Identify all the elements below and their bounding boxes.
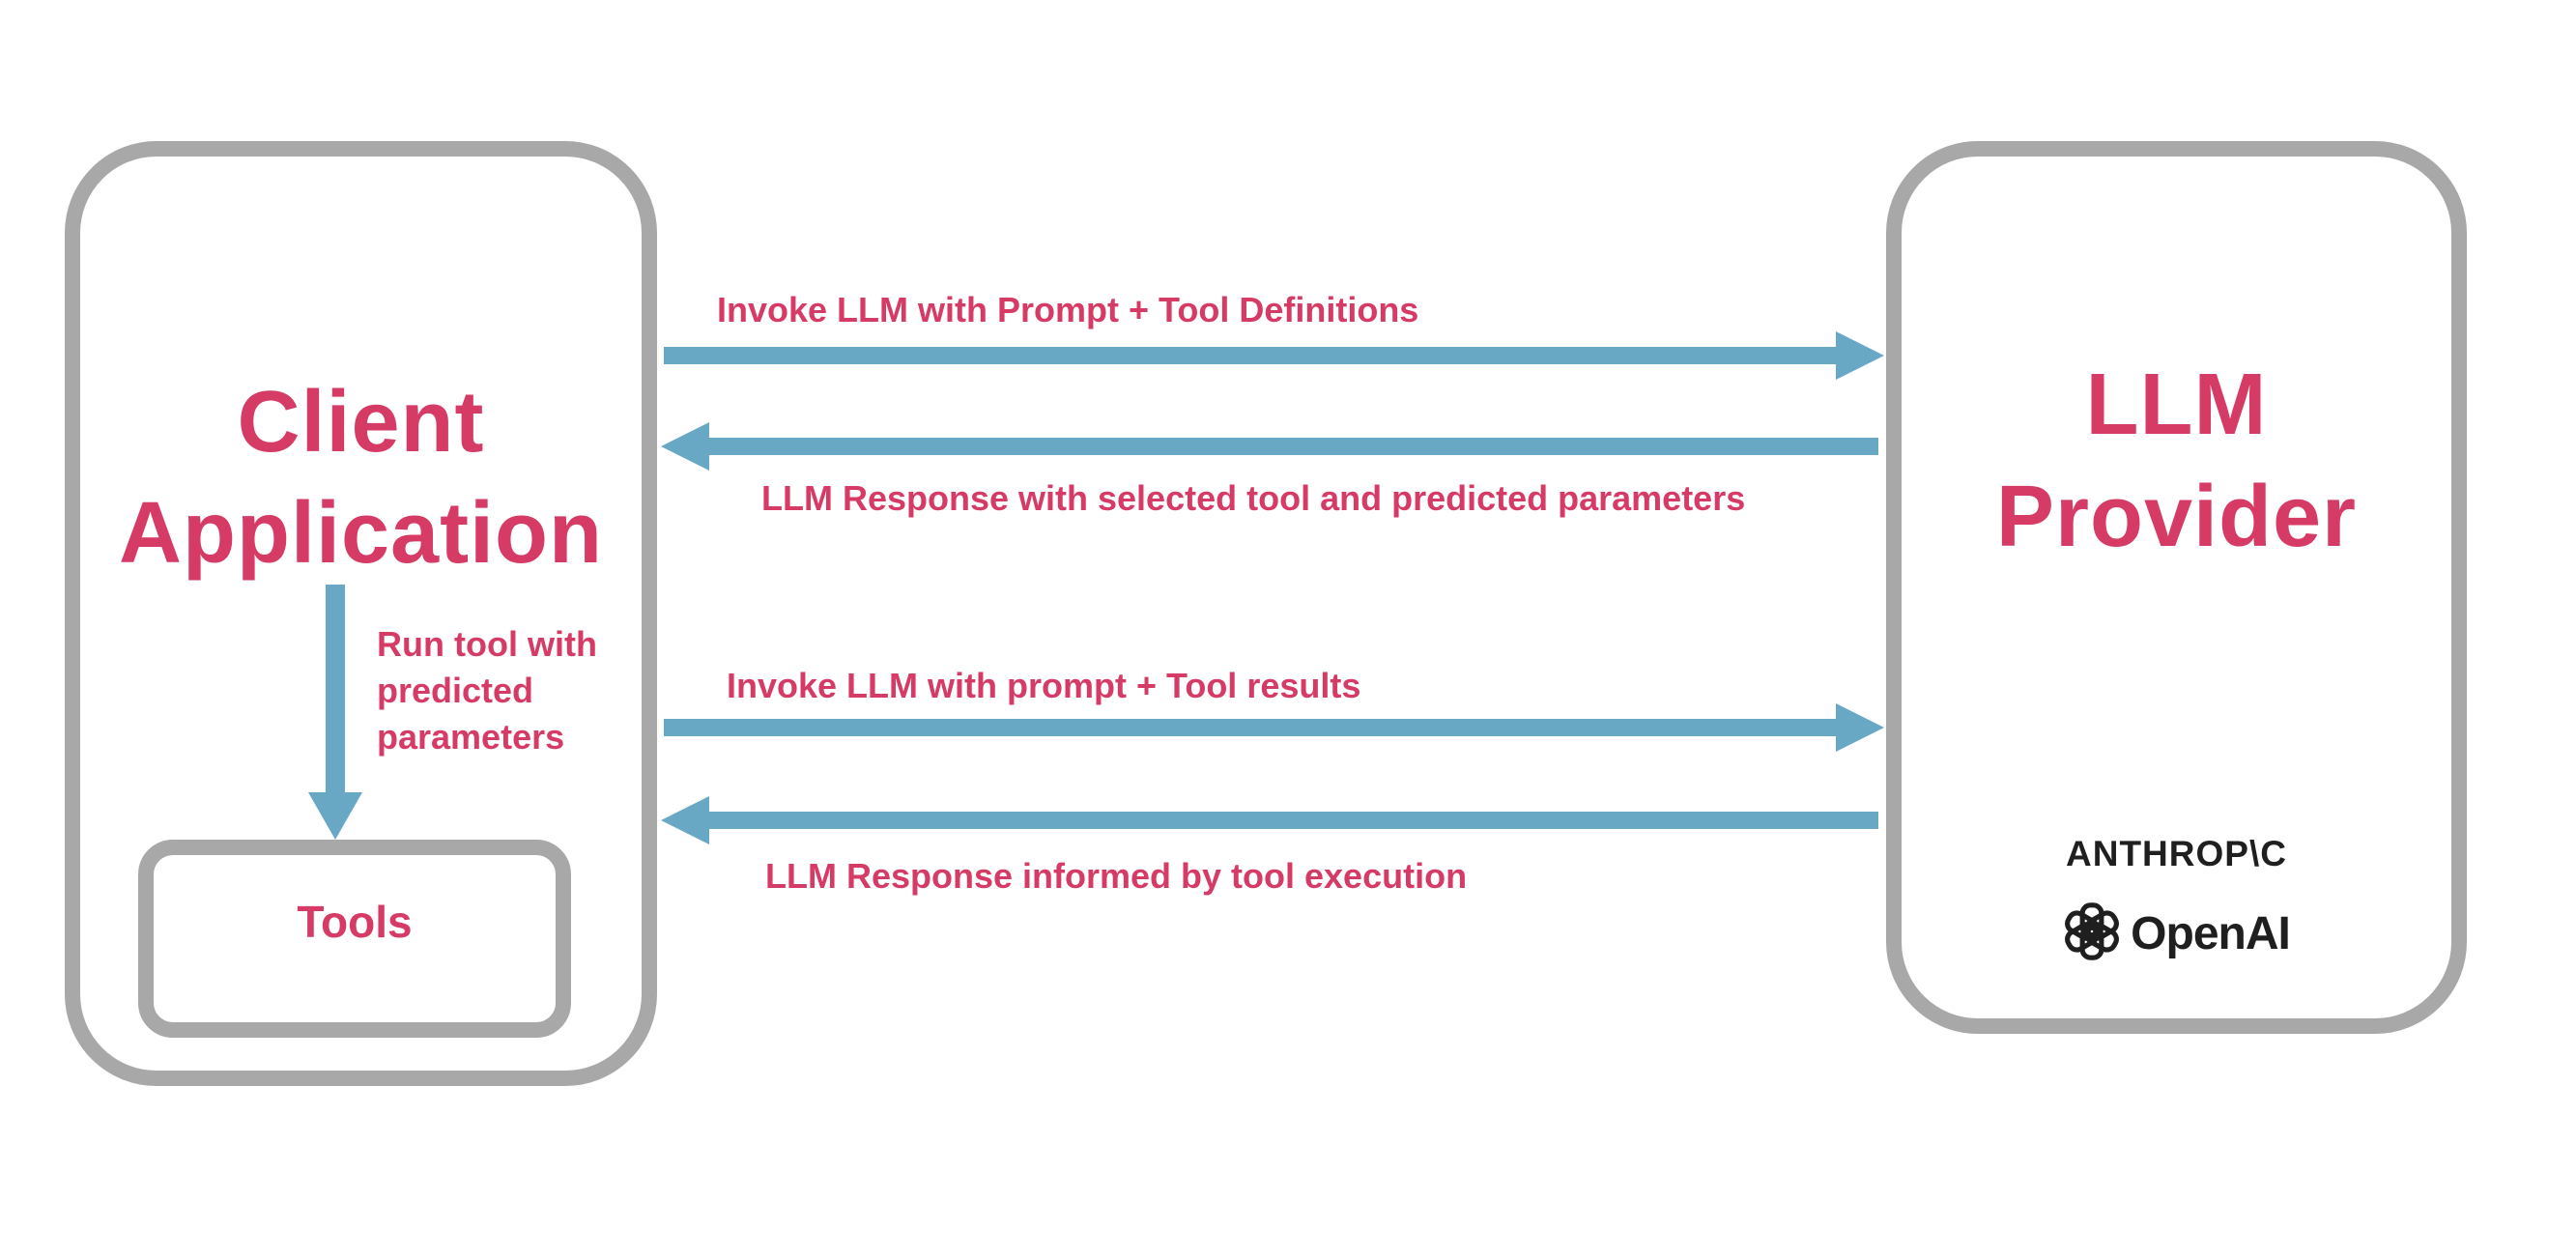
arrow-1-shaft <box>664 347 1836 364</box>
client-title-line1: Client <box>237 374 485 471</box>
tools-box: Tools <box>138 840 571 1038</box>
run-tool-label-line1: Run tool with <box>377 624 597 664</box>
arrow-2-shaft <box>709 438 1878 455</box>
arrow-2-head-left-icon <box>661 422 709 471</box>
provider-title-line1: LLM <box>2085 357 2268 453</box>
arrow-4-label: LLM Response informed by tool execution <box>765 856 1468 896</box>
openai-logo: OpenAI <box>1902 902 2451 965</box>
llm-provider-title: LLM Provider <box>1902 349 2451 573</box>
arrow-4-shaft <box>709 812 1878 829</box>
client-application-title: Client Application <box>80 367 642 589</box>
arrow-2-label: LLM Response with selected tool and pred… <box>761 478 1746 518</box>
run-tool-label-line3: parameters <box>377 717 565 757</box>
arrow-3-head-right-icon <box>1836 703 1884 752</box>
arrow-3-shaft <box>664 719 1836 736</box>
provider-title-line2: Provider <box>1995 469 2358 565</box>
tool-arrow-shaft <box>326 585 345 792</box>
run-tool-label: Run tool with predicted parameters <box>377 621 597 760</box>
arrow-1-label: Invoke LLM with Prompt + Tool Definition… <box>717 290 1419 329</box>
arrow-4-head-left-icon <box>661 796 709 844</box>
openai-knot-icon <box>2063 902 2121 965</box>
run-tool-label-line2: predicted <box>377 671 534 710</box>
client-title-line2: Application <box>119 485 603 582</box>
tool-arrow-head-down-icon <box>308 792 362 840</box>
anthropic-wordmark: ANTHROP\C <box>2066 834 2287 873</box>
arrow-1-head-right-icon <box>1836 331 1884 380</box>
tools-label: Tools <box>297 896 413 947</box>
arrow-3-label: Invoke LLM with prompt + Tool results <box>727 666 1361 705</box>
openai-wordmark: OpenAI <box>2131 908 2291 959</box>
llm-provider-box <box>1886 141 2467 1034</box>
